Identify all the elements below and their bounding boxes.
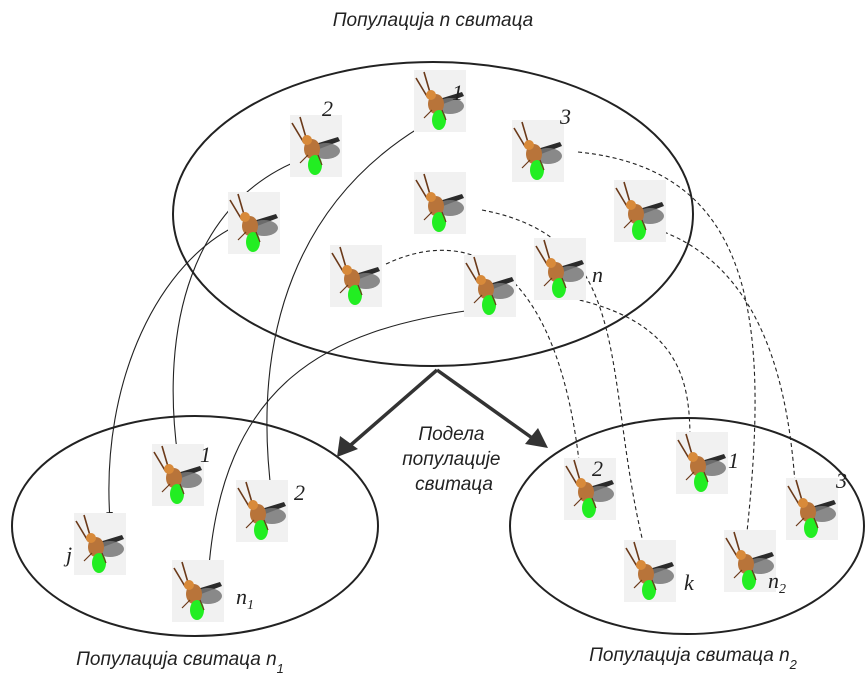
firefly-right-2: 2 (563, 456, 617, 521)
firefly-icon (463, 254, 517, 318)
firefly-icon (511, 119, 565, 183)
firefly-icon (533, 237, 587, 301)
top-population-caption: Популација n свитаца (333, 10, 534, 31)
firefly-left-2: 2 (235, 479, 305, 543)
split-label-line-3: свитаца (415, 474, 493, 495)
firefly-label: 2 (322, 96, 333, 121)
firefly-right-n2: n2 (723, 529, 786, 597)
firefly-left-n1: n1 (171, 559, 254, 623)
firefly-top-d (329, 244, 383, 308)
split-arrowhead-left (337, 436, 358, 457)
firefly-label-subscript: 1 (247, 598, 254, 613)
arrow-n-to-right-1 (565, 296, 694, 441)
firefly-top-n: n (533, 237, 603, 301)
left-caption-main: Популација свитаца n (76, 649, 277, 670)
firefly-label: j (63, 542, 72, 567)
right-population-caption: Популација свитаца n2 (589, 645, 798, 672)
arrow-to-right-k (481, 209, 649, 559)
arrow-to-right-3 (663, 231, 800, 501)
firefly-icon (675, 431, 729, 495)
right-caption-main: Популација свитаца n (589, 645, 790, 666)
firefly-icon (289, 114, 343, 178)
split-label: Подела популације свитаца (402, 424, 506, 495)
firefly-icon (151, 443, 205, 507)
firefly-icon (171, 559, 225, 623)
right-caption-subscript: 2 (789, 657, 798, 672)
arrow-to-left-n1 (204, 309, 473, 581)
firefly-top-1: 1 (413, 69, 467, 133)
arrow-2-to-left-1 (172, 157, 306, 459)
split-label-line-2: популације (402, 449, 500, 470)
firefly-icon (613, 179, 667, 243)
firefly-icon (227, 191, 281, 255)
firefly-label: 2 (294, 480, 305, 505)
firefly-top-b (413, 171, 467, 235)
firefly-icon (73, 512, 127, 576)
split-arrow-left (343, 368, 439, 452)
split-label-line-1: Подела (418, 424, 484, 445)
firefly-label: n1 (236, 584, 254, 613)
firefly-left-j: j (63, 512, 127, 576)
firefly-label: k (684, 570, 695, 595)
main-population-ellipse (172, 61, 694, 367)
firefly-icon (413, 171, 467, 235)
firefly-right-3: 3 (785, 468, 847, 541)
arrow-1-to-left-2 (266, 125, 423, 499)
firefly-label: 1 (200, 442, 211, 467)
firefly-top-e (463, 254, 517, 318)
firefly-top-2: 2 (289, 96, 343, 178)
firefly-right-k: k (623, 539, 695, 603)
firefly-top-c (613, 179, 667, 243)
left-population-caption: Популација свитаца n1 (76, 649, 284, 673)
firefly-label: 2 (592, 456, 603, 481)
firefly-top-a (227, 191, 281, 255)
firefly-label: 3 (559, 104, 571, 129)
firefly-label: 3 (835, 468, 847, 493)
split-arrowhead-right (525, 428, 548, 448)
arrow-to-left-j (105, 223, 241, 521)
firefly-label: 1 (728, 448, 739, 473)
firefly-top-3: 3 (511, 104, 571, 183)
firefly-label: n (592, 262, 603, 287)
firefly-label: n2 (768, 568, 786, 597)
split-arrow-right (435, 368, 537, 442)
firefly-left-1: 1 (151, 442, 211, 507)
left-caption-subscript: 1 (277, 661, 284, 673)
firefly-icon (329, 244, 383, 308)
firefly-icon (623, 539, 677, 603)
firefly-icon (785, 477, 839, 541)
firefly-label: 1 (452, 80, 463, 105)
firefly-icon (235, 479, 289, 543)
assignment-arrows (105, 125, 800, 581)
subpopulation-2-ellipse (509, 417, 865, 635)
firefly-right-1: 1 (675, 431, 739, 495)
firefly-icon (563, 457, 617, 521)
firefly-label-subscript: 2 (779, 582, 786, 597)
subpopulation-1-ellipse (11, 415, 379, 637)
